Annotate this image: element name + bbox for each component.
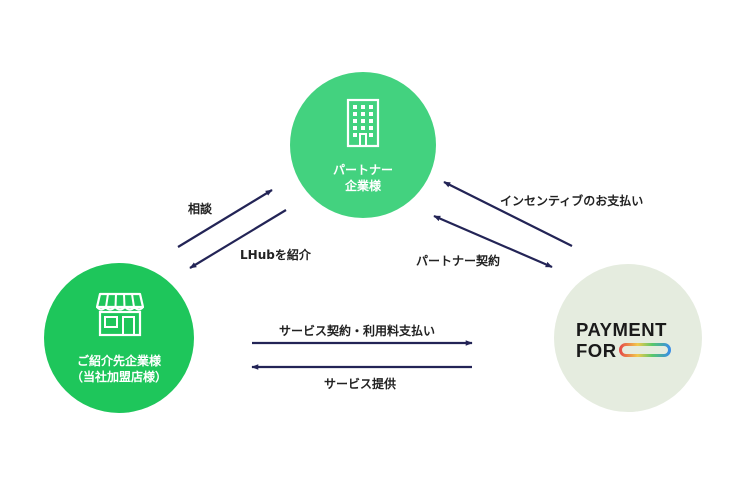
- storefront-icon: [96, 292, 144, 337]
- partner-label: パートナー 企業様: [290, 162, 436, 194]
- building-icon: [346, 98, 380, 148]
- merchant-label-line2: （当社加盟店様）: [70, 370, 167, 384]
- payment-brand-line2: FOR: [576, 340, 617, 361]
- arrow-consult: [177, 189, 273, 248]
- incentive-label: インセンティブのお支払い: [500, 194, 644, 208]
- merchant-label-line1: ご紹介先企業様: [76, 354, 161, 368]
- partner-label-line1: パートナー: [332, 163, 393, 177]
- partner-label-line2: 企業様: [344, 179, 381, 193]
- partner-node: パートナー 企業様: [290, 72, 436, 218]
- arrow-introduce: [189, 209, 287, 269]
- arrow-partner-contract: [433, 214, 553, 269]
- introduce-label: LHubを紹介: [240, 248, 311, 262]
- payment-brand-line1: PAYMENT: [576, 319, 667, 340]
- consult-label: 相談: [188, 202, 213, 216]
- merchant-node: ご紹介先企業様 （当社加盟店様）: [44, 263, 194, 413]
- service-contract-label: サービス契約・利用料支払い: [279, 324, 436, 338]
- partner-contract-label: パートナー契約: [416, 254, 501, 268]
- merchant-label: ご紹介先企業様 （当社加盟店様）: [44, 353, 194, 385]
- payment-node: PAYMENT FOR: [554, 264, 702, 412]
- payment-logo-bar-icon: [619, 343, 671, 357]
- service-provide-label: サービス提供: [324, 377, 397, 391]
